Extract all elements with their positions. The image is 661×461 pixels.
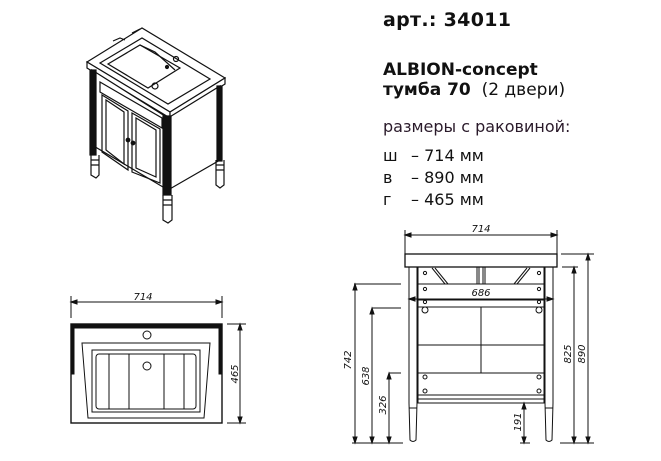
top-depth-label: 465 xyxy=(230,364,241,383)
height-742-label: 742 xyxy=(343,350,354,369)
spec-value: – 890 мм xyxy=(411,168,484,187)
spec-value: – 465 мм xyxy=(411,190,484,209)
height-638-label: 638 xyxy=(361,366,372,385)
spec-key: в xyxy=(383,168,393,187)
spec-row-width: ш – 714 мм xyxy=(383,146,484,165)
spec-row-height: в – 890 мм xyxy=(383,168,484,187)
front-width-label: 714 xyxy=(471,224,490,235)
spec-key: г xyxy=(383,190,392,209)
product-type: тумба 70 (2 двери) xyxy=(383,80,565,100)
top-width-label: 714 xyxy=(133,292,152,303)
inner-width-label: 686 xyxy=(471,288,490,299)
model-name: ALBION-concept xyxy=(383,60,538,80)
height-825-label: 825 xyxy=(563,344,574,363)
spec-key: ш xyxy=(383,146,398,165)
product-variant: (2 двери) xyxy=(481,80,566,100)
height-326-label: 326 xyxy=(378,395,389,414)
height-191-label: 191 xyxy=(513,412,524,431)
specs-title: размеры с раковиной: xyxy=(383,117,571,136)
height-890-label: 890 xyxy=(577,344,588,363)
spec-value: – 714 мм xyxy=(411,146,484,165)
product-type-name: тумба 70 xyxy=(383,80,471,100)
article-number: арт.: 34011 xyxy=(383,9,512,31)
spec-row-depth: г – 465 мм xyxy=(383,190,484,209)
